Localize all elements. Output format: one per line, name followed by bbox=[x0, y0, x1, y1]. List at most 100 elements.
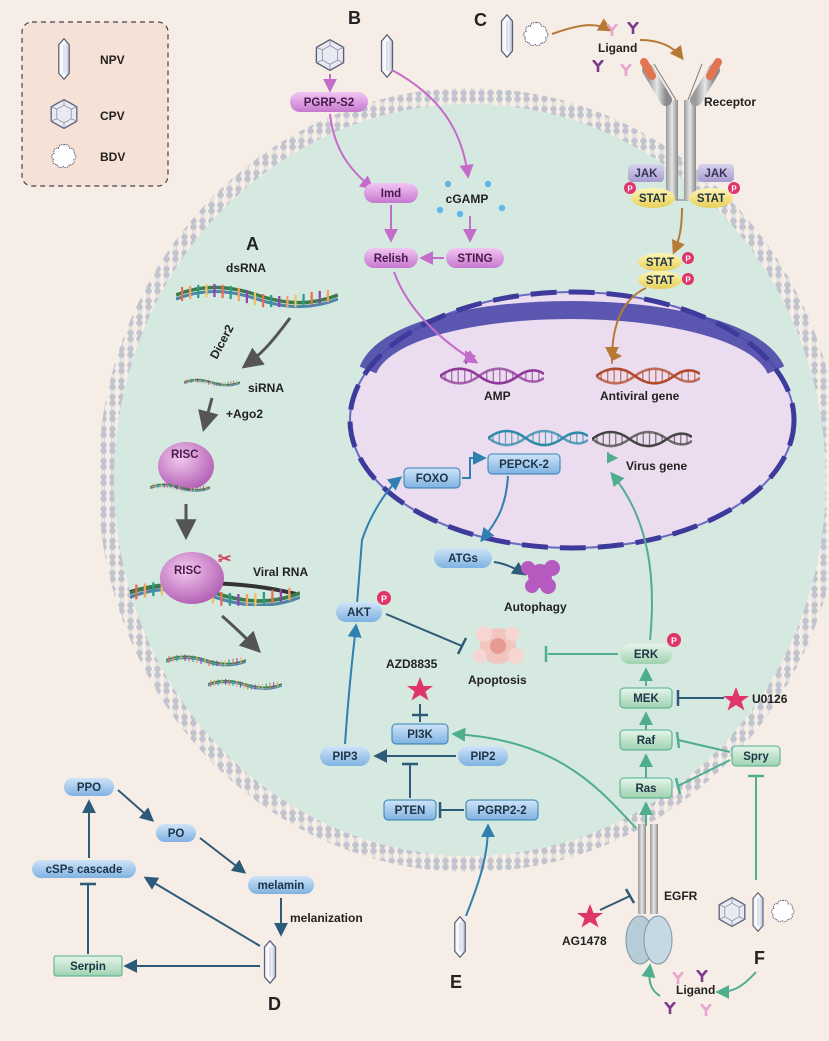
apoptosis-label: Apoptosis bbox=[468, 673, 527, 687]
stat-right-phospho bbox=[728, 182, 740, 194]
sting-node bbox=[446, 248, 504, 268]
azd8835-star-icon bbox=[407, 677, 433, 701]
atgs-autophagy-arrow bbox=[493, 561, 527, 576]
bdv-f-icon bbox=[771, 899, 795, 923]
po-melamin-arrow bbox=[199, 837, 247, 874]
erk-p-label: P bbox=[671, 636, 677, 646]
egfr-label: EGFR bbox=[664, 889, 698, 903]
akt-label: AKT bbox=[347, 607, 371, 619]
degradation-arrow bbox=[221, 614, 261, 653]
virus-gene-label: Virus gene bbox=[626, 459, 687, 473]
atgs-node bbox=[434, 548, 492, 568]
ag1478-egfr-inhibit bbox=[599, 895, 631, 911]
stat-left-node bbox=[631, 188, 675, 208]
receptor bbox=[640, 58, 722, 201]
cgamp-label: cGAMP bbox=[446, 192, 489, 206]
amp-promoter bbox=[465, 350, 477, 364]
po-label: PO bbox=[168, 828, 185, 840]
akt-apoptosis-inhibit bbox=[385, 613, 463, 647]
foxo-node bbox=[403, 467, 461, 489]
pepck-atgs-arrow bbox=[480, 475, 509, 543]
stat-bottom-label: STAT bbox=[646, 275, 674, 287]
jak-left-node bbox=[628, 164, 664, 182]
ligand-c-label: Ligand bbox=[598, 41, 637, 55]
pi3k-akt-pathway: AKT P AZD8835 PI3K PIP3 PIP2 PTEN PGRP2-… bbox=[320, 476, 539, 958]
stat-top-phospho bbox=[682, 252, 694, 264]
dsrna-label: dsRNA bbox=[226, 261, 266, 275]
risc-cleavage bbox=[160, 552, 224, 604]
risc2-label: RISC bbox=[174, 565, 201, 577]
akt-node bbox=[336, 602, 382, 622]
stat-right-node bbox=[689, 188, 733, 208]
sting-label: STING bbox=[457, 253, 492, 265]
stat-dimer-arrow bbox=[671, 207, 685, 255]
npv-pgrp22-arrow bbox=[465, 823, 495, 917]
nucleus-genes: AMP Antiviral gene Virus gene FOXO PEPCK… bbox=[403, 350, 700, 489]
pi3k-label: PI3K bbox=[407, 729, 433, 741]
nucleus bbox=[347, 289, 797, 551]
ago-label: +Ago2 bbox=[226, 407, 263, 421]
erk-virus-gene-arrow bbox=[610, 471, 654, 641]
spry-ras-bar bbox=[674, 777, 682, 795]
legend: NPV CPV BDV bbox=[21, 21, 169, 187]
pip3-label: PIP3 bbox=[333, 751, 358, 763]
sirna-label: siRNA bbox=[248, 381, 284, 395]
receptor-label: Receptor bbox=[704, 95, 756, 109]
ras-node bbox=[619, 777, 673, 799]
risc-complex bbox=[158, 442, 214, 490]
ras-label: Ras bbox=[635, 783, 656, 795]
npv-f-icon bbox=[752, 892, 764, 932]
melamin-node bbox=[248, 876, 314, 894]
ag1478-label: AG1478 bbox=[562, 934, 607, 948]
cgamp-dots bbox=[436, 180, 506, 218]
jak-left-label: JAK bbox=[634, 168, 658, 180]
ppo-po-arrow bbox=[117, 789, 155, 822]
ag1478-star-icon bbox=[577, 904, 603, 928]
spry-raf-inhibit bbox=[677, 739, 731, 753]
cpv-icon bbox=[50, 98, 78, 130]
ligand-egfr-arrow bbox=[641, 963, 661, 997]
virus-promoter bbox=[607, 452, 619, 464]
stat-antiviral-arrow bbox=[605, 287, 647, 361]
bdv-c-icon bbox=[523, 21, 549, 47]
ligand-f-icon-4 bbox=[700, 1004, 712, 1016]
serpin-label: Serpin bbox=[70, 961, 106, 973]
spry-ras-inhibit bbox=[677, 759, 731, 787]
npv-icon bbox=[58, 38, 70, 80]
npv-cssp-arrow bbox=[143, 876, 261, 947]
pepck-label: PEPCK-2 bbox=[499, 459, 549, 471]
raf-label: Raf bbox=[637, 735, 656, 747]
ppo-label: PPO bbox=[77, 782, 101, 794]
pip2-label: PIP2 bbox=[471, 751, 496, 763]
melanization-pathway: PPO PO cSPs cascade melamin melanization… bbox=[32, 778, 363, 984]
akt-foxo-arrow bbox=[356, 476, 403, 605]
stat-right-p-label: P bbox=[731, 185, 737, 194]
npv-d-icon bbox=[263, 940, 277, 984]
pgrp22-node bbox=[465, 799, 539, 821]
stat-bottom-p-label: P bbox=[685, 276, 691, 285]
erk-label: ERK bbox=[634, 649, 659, 661]
stat-left-phospho bbox=[624, 182, 636, 194]
spry-label: Spry bbox=[743, 751, 769, 763]
jak-right-node bbox=[698, 164, 734, 182]
pgrp22-label: PGRP2-2 bbox=[477, 805, 526, 817]
u0126-star-icon bbox=[723, 687, 749, 711]
imd-node bbox=[364, 183, 418, 203]
pgrp-s2-node bbox=[290, 92, 368, 112]
ligand-icon-3 bbox=[592, 60, 604, 72]
egfr-receptor bbox=[625, 824, 673, 965]
stat-left-p-label: P bbox=[627, 185, 633, 194]
ligand-f-label: Ligand bbox=[676, 983, 715, 997]
akt-p-label: P bbox=[381, 594, 387, 604]
panel-d-label: D bbox=[268, 994, 281, 1014]
nuclear-pores bbox=[347, 289, 797, 551]
stat-bottom-phospho bbox=[682, 273, 694, 285]
cssp-node bbox=[32, 860, 136, 878]
melanization-label: melanization bbox=[290, 911, 363, 925]
mek-label: MEK bbox=[633, 693, 659, 705]
apoptotic-cell-icon bbox=[473, 626, 524, 664]
pten-node bbox=[383, 799, 437, 821]
foxo-label: FOXO bbox=[416, 473, 449, 485]
